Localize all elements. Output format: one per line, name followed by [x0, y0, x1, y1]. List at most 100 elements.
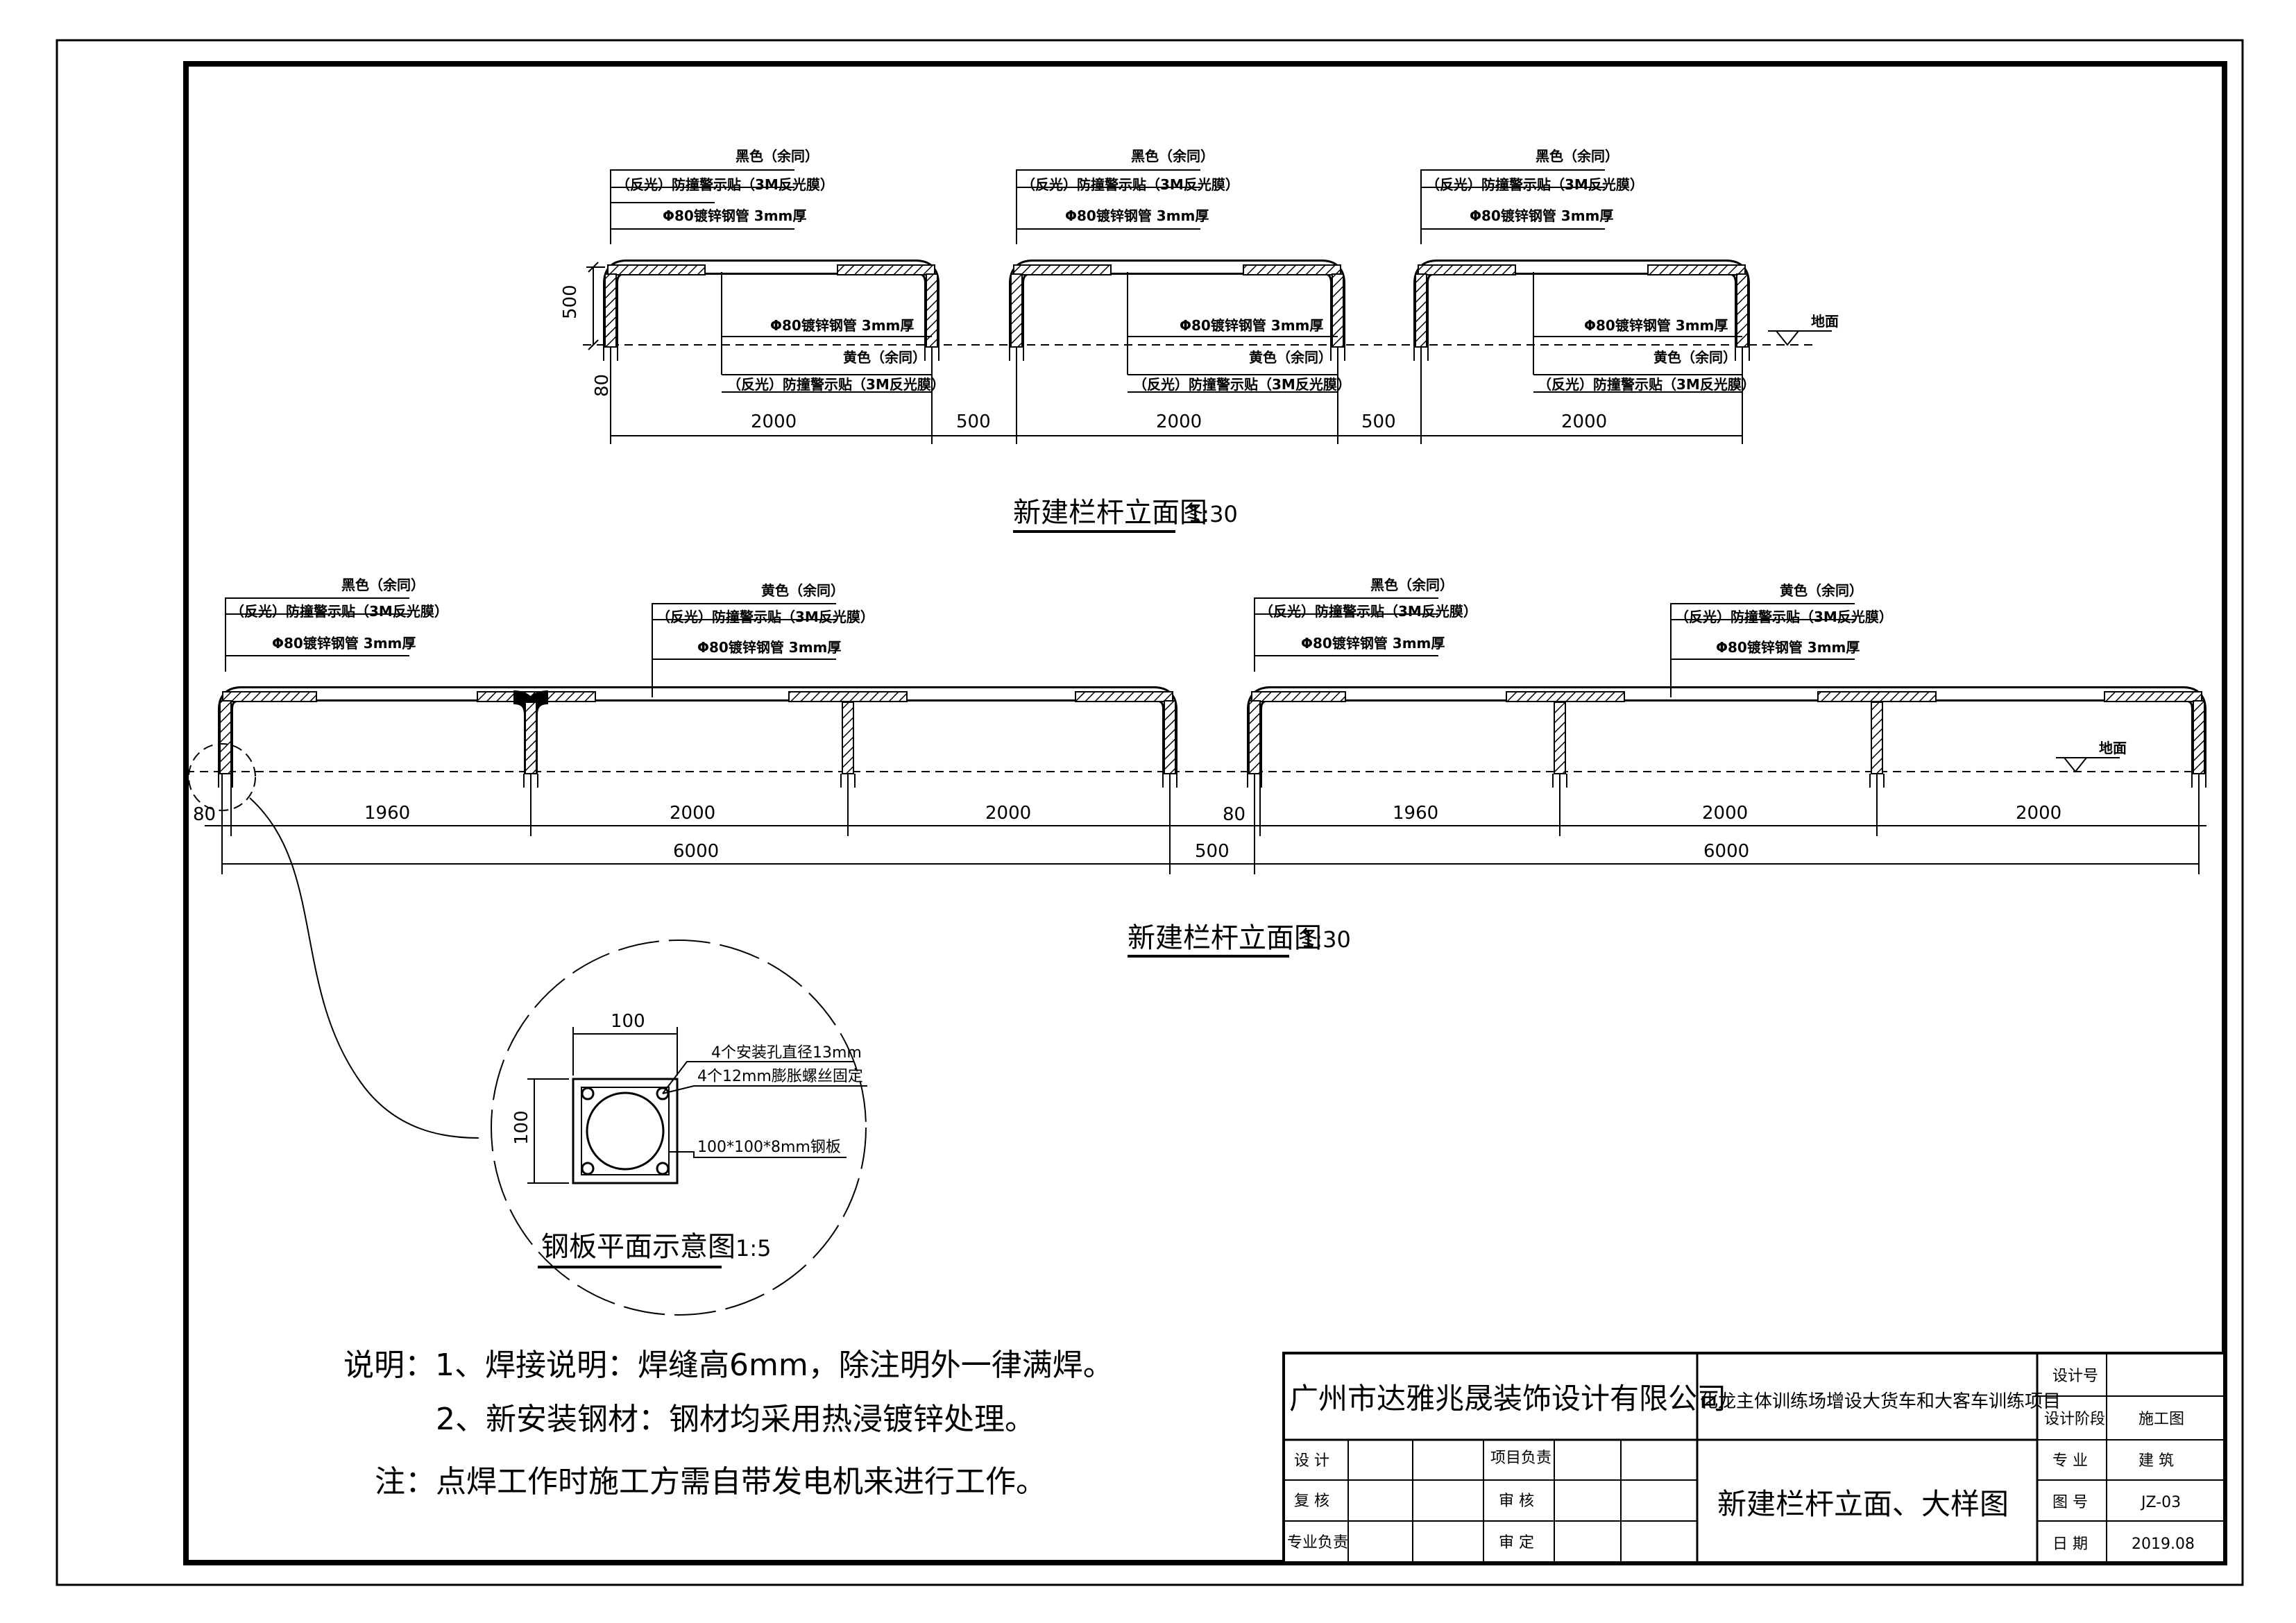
dim-base: 80: [1223, 804, 1245, 825]
label-reflective: （反光）防撞警示贴（3M反光膜）: [616, 176, 834, 193]
project-name: 化龙主体训练场增设大货车和大客车训练项目: [1700, 1391, 2061, 1412]
project-lead-label: 项目负责: [1490, 1450, 1551, 1467]
label-pipe: Φ80镀锌钢管 3mm厚: [1584, 317, 1728, 334]
stage-label: 设计阶段: [2044, 1411, 2105, 1428]
plate-detail-title: 钢板平面示意图: [541, 1231, 735, 1263]
detail-leader: [249, 797, 479, 1139]
review-label: 审 核: [1499, 1493, 1534, 1510]
title-block: 广州市达雅兆晟装饰设计有限公司 化龙主体训练场增设大货车和大客车训练项目 新建栏…: [1282, 1352, 2226, 1564]
label-black: 黑色（余同）: [1536, 148, 1619, 164]
dim-width: 2000: [1156, 411, 1202, 432]
detail-callout-circle: [188, 743, 256, 811]
drawing-no-label: 图 号: [2052, 1494, 2088, 1511]
bottom-elevation: 黑色（余同） （反光）防撞警示贴（3M反光膜） Φ80镀锌钢管 3mm厚 黄色（…: [186, 577, 2206, 1139]
outer-border: [56, 39, 2244, 1586]
label-reflective: （反光）防撞警示贴（3M反光膜）: [1021, 176, 1239, 193]
dim-base: 80: [592, 374, 613, 397]
label-black: 黑色（余同）: [735, 148, 819, 164]
note-line-1: 说明：1、焊接说明：焊缝高6mm，除注明外一律满焊。: [343, 1348, 1114, 1383]
label-pipe: Φ80镀锌钢管 3mm厚: [1180, 317, 1323, 334]
railing-unit: [1413, 169, 1750, 393]
top-elevation: 黑色（余同） （反光）防撞警示贴（3M反光膜） Φ80镀锌钢管 3mm厚 Φ80…: [560, 148, 1839, 533]
dim-width: 2000: [1561, 411, 1607, 432]
bolt-hole: [581, 1162, 595, 1175]
label-pipe: Φ80镀锌钢管 3mm厚: [770, 317, 914, 334]
dim-gap: 500: [956, 411, 991, 432]
label-pipe: Φ80镀锌钢管 3mm厚: [1301, 635, 1445, 652]
dim-gap: 500: [1195, 841, 1230, 862]
label-pipe: Φ80镀锌钢管 3mm厚: [1716, 639, 1860, 656]
plate-detail-scale: 1:5: [735, 1235, 772, 1261]
inner-border: [183, 61, 2227, 1565]
note-line-3: 注：点焊工作时施工方需自带发电机来进行工作。: [375, 1464, 1046, 1499]
dim-span: 2000: [670, 803, 715, 824]
dim-height: 500: [560, 284, 581, 319]
label-reflective: （反光）防撞警示贴（3M反光膜）: [727, 376, 945, 393]
date-value: 2019.08: [2132, 1536, 2195, 1553]
approve-label: 审 定: [1499, 1534, 1534, 1552]
ground-symbol: 地面: [2056, 740, 2127, 773]
elevation-title-top: 新建栏杆立面图: [1013, 497, 1207, 529]
label-black: 黑色（余同）: [1131, 148, 1214, 164]
label-yellow: 黄色（余同）: [761, 582, 844, 599]
elevation-scale-bottom: 1:30: [1301, 926, 1351, 953]
plate-detail: 100 100 4个安装孔直径13mm 4个12mm膨胀螺丝固定 100*100…: [491, 940, 867, 1316]
long-railing: [1247, 597, 2206, 788]
label-pipe: Φ80镀锌钢管 3mm厚: [697, 639, 841, 656]
check-label: 复 核: [1294, 1493, 1329, 1510]
bolt-hole: [656, 1087, 670, 1101]
label-pipe: Φ80镀锌钢管 3mm厚: [1065, 207, 1209, 224]
label-yellow: 黄色（余同）: [843, 349, 926, 366]
label-pipe: Φ80镀锌钢管 3mm厚: [1470, 207, 1613, 224]
label-yellow: 黄色（余同）: [1653, 349, 1737, 366]
label-reflective: （反光）防撞警示贴（3M反光膜）: [656, 609, 874, 625]
railing-unit: [603, 169, 939, 393]
steel-plate: [572, 1078, 679, 1184]
bolt-hole: [581, 1087, 595, 1101]
label-reflective: （反光）防撞警示贴（3M反光膜）: [1426, 176, 1644, 193]
svg-text:地面: 地面: [1811, 313, 1839, 330]
dim-first: 1960: [364, 803, 410, 824]
dim-total: 6000: [1703, 841, 1749, 862]
dim-gap: 500: [1361, 411, 1396, 432]
elevation-title-bottom: 新建栏杆立面图: [1128, 922, 1322, 954]
label-reflective: （反光）防撞警示贴（3M反光膜）: [230, 603, 448, 620]
long-railing: [218, 597, 1177, 788]
dim-span: 2000: [985, 803, 1031, 824]
bolt-hole: [656, 1162, 670, 1175]
label-reflective: （反光）防撞警示贴（3M反光膜）: [1538, 376, 1755, 393]
notes: 说明：1、焊接说明：焊缝高6mm，除注明外一律满焊。 2、新安装钢材：钢材均采用…: [343, 1348, 1114, 1499]
label-reflective: （反光）防撞警示贴（3M反光膜）: [1675, 609, 1893, 625]
plate-note: 100*100*8mm钢板: [697, 1139, 841, 1156]
dim-span: 2000: [2016, 803, 2061, 824]
date-label: 日 期: [2052, 1536, 2088, 1553]
note-line-2: 2、新安装钢材：钢材均采用热浸镀锌处理。: [436, 1402, 1035, 1437]
dim-first: 1960: [1393, 803, 1438, 824]
stage-value: 施工图: [2138, 1411, 2184, 1428]
label-black: 黑色（余同）: [341, 577, 425, 593]
bolt-note: 4个12mm膨胀螺丝固定: [697, 1068, 863, 1085]
design-label: 设 计: [1294, 1452, 1329, 1470]
company-name: 广州市达雅兆晟装饰设计有限公司: [1289, 1382, 1726, 1416]
drawing-no-value: JZ-03: [2140, 1494, 2181, 1511]
elevation-scale-top: 1:30: [1188, 501, 1238, 527]
label-black: 黑色（余同）: [1370, 577, 1454, 593]
label-yellow: 黄色（余同）: [1780, 582, 1863, 599]
ground-symbol: 地面: [1768, 313, 1839, 346]
discipline-value: 建 筑: [2138, 1452, 2174, 1470]
label-pipe: Φ80镀锌钢管 3mm厚: [272, 635, 416, 652]
label-reflective: （反光）防撞警示贴（3M反光膜）: [1133, 376, 1351, 393]
svg-text:地面: 地面: [2099, 740, 2127, 756]
plate-inner: [581, 1087, 670, 1175]
pipe-section: [586, 1091, 665, 1171]
dim-span: 2000: [1702, 803, 1748, 824]
hole-note: 4个安装孔直径13mm: [711, 1044, 862, 1062]
dim-total: 6000: [673, 841, 719, 862]
discipline-label: 专 业: [2052, 1452, 2088, 1470]
plate-width: 100: [611, 1011, 645, 1032]
plate-detail-circle: [491, 940, 867, 1316]
plate-height: 100: [511, 1110, 532, 1145]
drawing-title: 新建栏杆立面、大样图: [1717, 1487, 2009, 1521]
dim-width: 2000: [751, 411, 797, 432]
